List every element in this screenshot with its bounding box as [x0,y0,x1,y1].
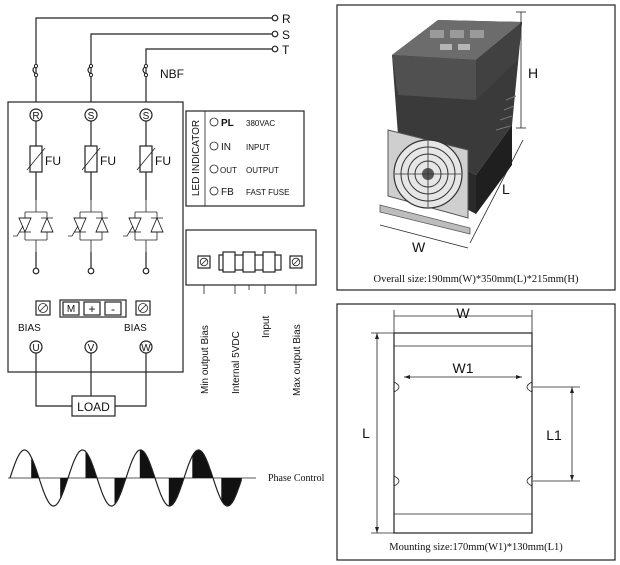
led-in-desc: INPUT [246,143,270,152]
photo-dimensions [379,11,526,249]
ctrl-label-max-bias: Max output Bias [292,324,303,396]
bias-left-label: BIAS [18,323,41,334]
supply-lines [32,14,279,102]
led-indicator-panel [185,110,305,207]
bias-block [35,299,151,318]
mount-dim-w1: W1 [453,360,474,376]
led-in-code: IN [221,142,231,153]
led-fb-icon [209,186,219,196]
led-fb-desc: FAST FUSE [246,188,289,197]
control-terminal-strip [185,229,317,294]
led-fb-code: FB [221,187,234,198]
ctrl-label-internal-5vdc: Internal 5VDC [231,331,242,394]
photo-caption: Overall size:190mm(W)*350mm(L)*215mm(H) [374,274,579,285]
ctrl-label-min-bias: Min output Bias [200,325,211,394]
phase-control-label: Phase Control [268,473,325,484]
mounting-caption: Mounting size:170mm(W1)*130mm(L1) [389,542,563,553]
ctrl-label-input: Input [261,316,272,338]
supply-label-s: S [282,28,290,42]
fuse-1-label: FU [45,154,61,168]
bias-right-label: BIAS [124,323,147,334]
mount-dim-w: W [456,305,470,321]
photo-dim-w: W [412,239,426,255]
led-pl-code: PL [221,118,234,129]
product-photo [379,20,522,235]
supply-terminal-t [271,45,279,53]
load-wiring [35,353,147,417]
terminal-minus [104,301,122,316]
svg-text:+: + [88,302,95,316]
fuse-2-label: FU [100,154,116,168]
load-box [71,395,116,417]
phase-circuit-3 [122,121,164,275]
led-pl-icon [209,117,219,127]
svg-text:-: - [111,302,115,316]
mounting-drawing [371,310,580,534]
led-in-icon [209,141,219,151]
phase-control-waveform [8,449,256,507]
output-terminals [29,340,153,354]
photo-dim-h: H [528,65,538,81]
terminal-u-label: U [32,343,39,354]
led-out-code: OUT [220,166,237,175]
terminal-m [62,301,80,316]
terminal-r-label: R [32,111,39,122]
led-out-icon [209,164,219,174]
svg-text:M: M [67,304,75,315]
terminal-plus [83,301,101,316]
terminal-v-label: V [88,343,95,354]
fuse-3-label: FU [155,154,171,168]
supply-terminal-r [271,14,279,22]
terminal-s1-label: S [88,111,95,122]
supply-label-t: T [282,43,290,57]
supply-terminal-s [271,30,279,38]
load-label: LOAD [77,400,110,414]
led-out-desc: OUTPUT [246,166,279,175]
mount-dim-l1: L1 [546,427,562,443]
mount-dim-l: L [362,425,370,441]
led-panel-title: LED INDICATOR [191,120,202,196]
photo-dim-l: L [502,181,510,197]
phase-circuit-2 [67,121,109,275]
phase-circuit-1 [12,121,54,275]
nbf-label: NBF [160,67,184,81]
terminal-s2-label: S [143,111,150,122]
supply-label-r: R [282,12,291,26]
terminal-w-label: W [141,343,151,354]
led-pl-desc: 380VAC [246,119,275,128]
